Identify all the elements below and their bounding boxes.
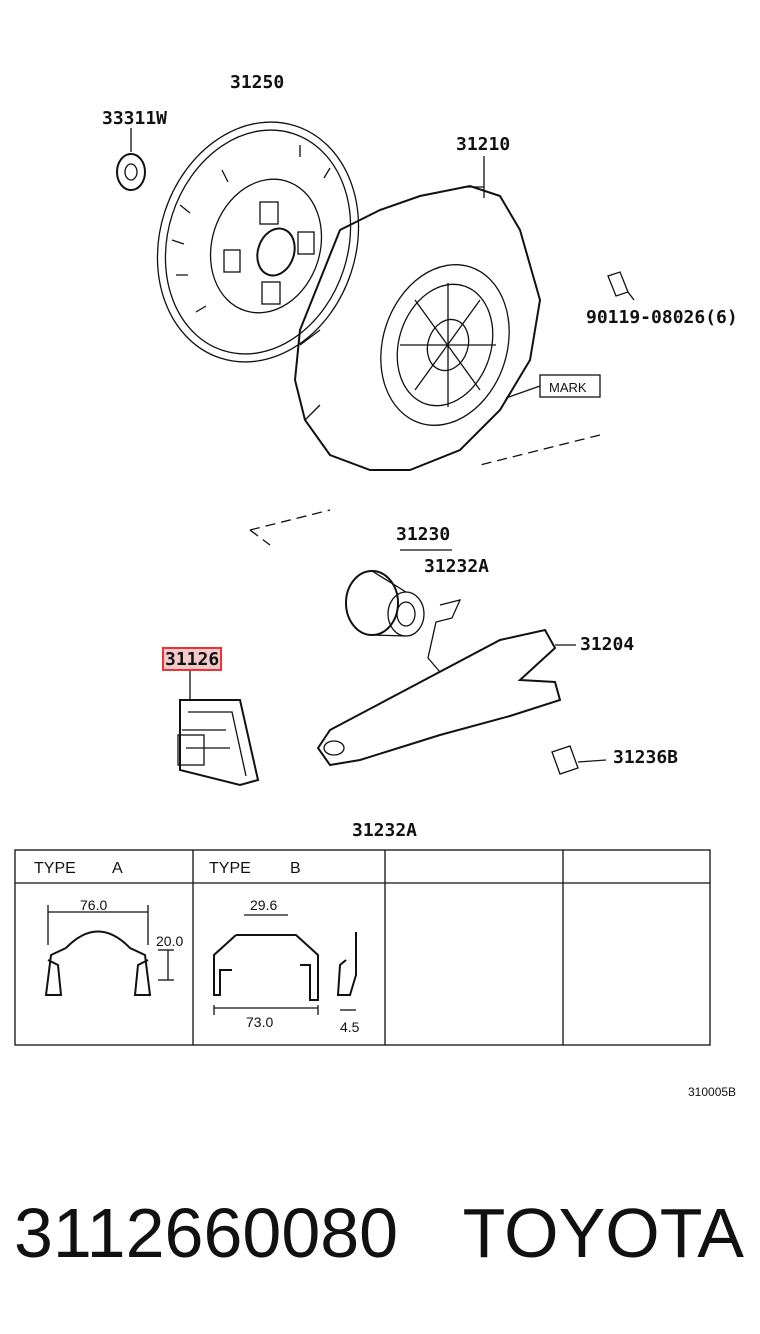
part-label-31204: 31204 [580, 634, 634, 655]
release-fork-drawing [316, 628, 576, 767]
mark-label: MARK [549, 380, 587, 395]
footer-part-number: 3112660080 [14, 1194, 399, 1272]
pilot-bearing-drawing [116, 128, 146, 191]
clip-type-table [14, 849, 711, 1046]
release-bearing-drawing [345, 549, 462, 673]
type-b-label: TYPE [209, 860, 251, 877]
diagram-code: 310005B [688, 1085, 736, 1099]
clutch-cover-drawing [293, 156, 542, 471]
type-b-width: 73.0 [246, 1014, 273, 1030]
footer-brand: TOYOTA [462, 1194, 744, 1272]
bolt-drawing [607, 271, 635, 301]
boot-label-highlight [162, 647, 222, 671]
part-label-31250: 31250 [230, 72, 284, 93]
part-label-31236b: 31236B [613, 747, 678, 768]
type-a-width: 76.0 [80, 897, 107, 913]
clutch-disc-drawing [156, 121, 360, 363]
part-label-31126: 31126 [165, 649, 219, 670]
part-label-bolt: 90119-08026(6) [586, 307, 738, 328]
type-b-clip-drawing [213, 914, 357, 1015]
parts-diagram: 31250 33311W 31210 90119-08026(6) MARK 3… [14, 72, 738, 1099]
part-label-31232a: 31232A [424, 556, 489, 577]
type-b-value: B [290, 860, 301, 877]
boot-drawing [177, 668, 260, 787]
mark-callout [505, 374, 601, 399]
part-label-31232a-table: 31232A [352, 820, 417, 841]
part-label-31230: 31230 [396, 524, 450, 545]
type-a-value: A [112, 860, 123, 877]
footer: 3112660080 TOYOTA [0, 1190, 760, 1280]
type-b-top: 29.6 [250, 897, 277, 913]
part-label-31210: 31210 [456, 134, 510, 155]
type-a-label: TYPE [34, 860, 76, 877]
part-label-33311w: 33311W [102, 108, 167, 129]
type-b-depth: 4.5 [340, 1019, 360, 1035]
type-a-height: 20.0 [156, 933, 183, 949]
type-a-clip-drawing [44, 905, 174, 996]
pivot-bolt-drawing [551, 745, 607, 775]
alignment-dashes [249, 434, 601, 546]
